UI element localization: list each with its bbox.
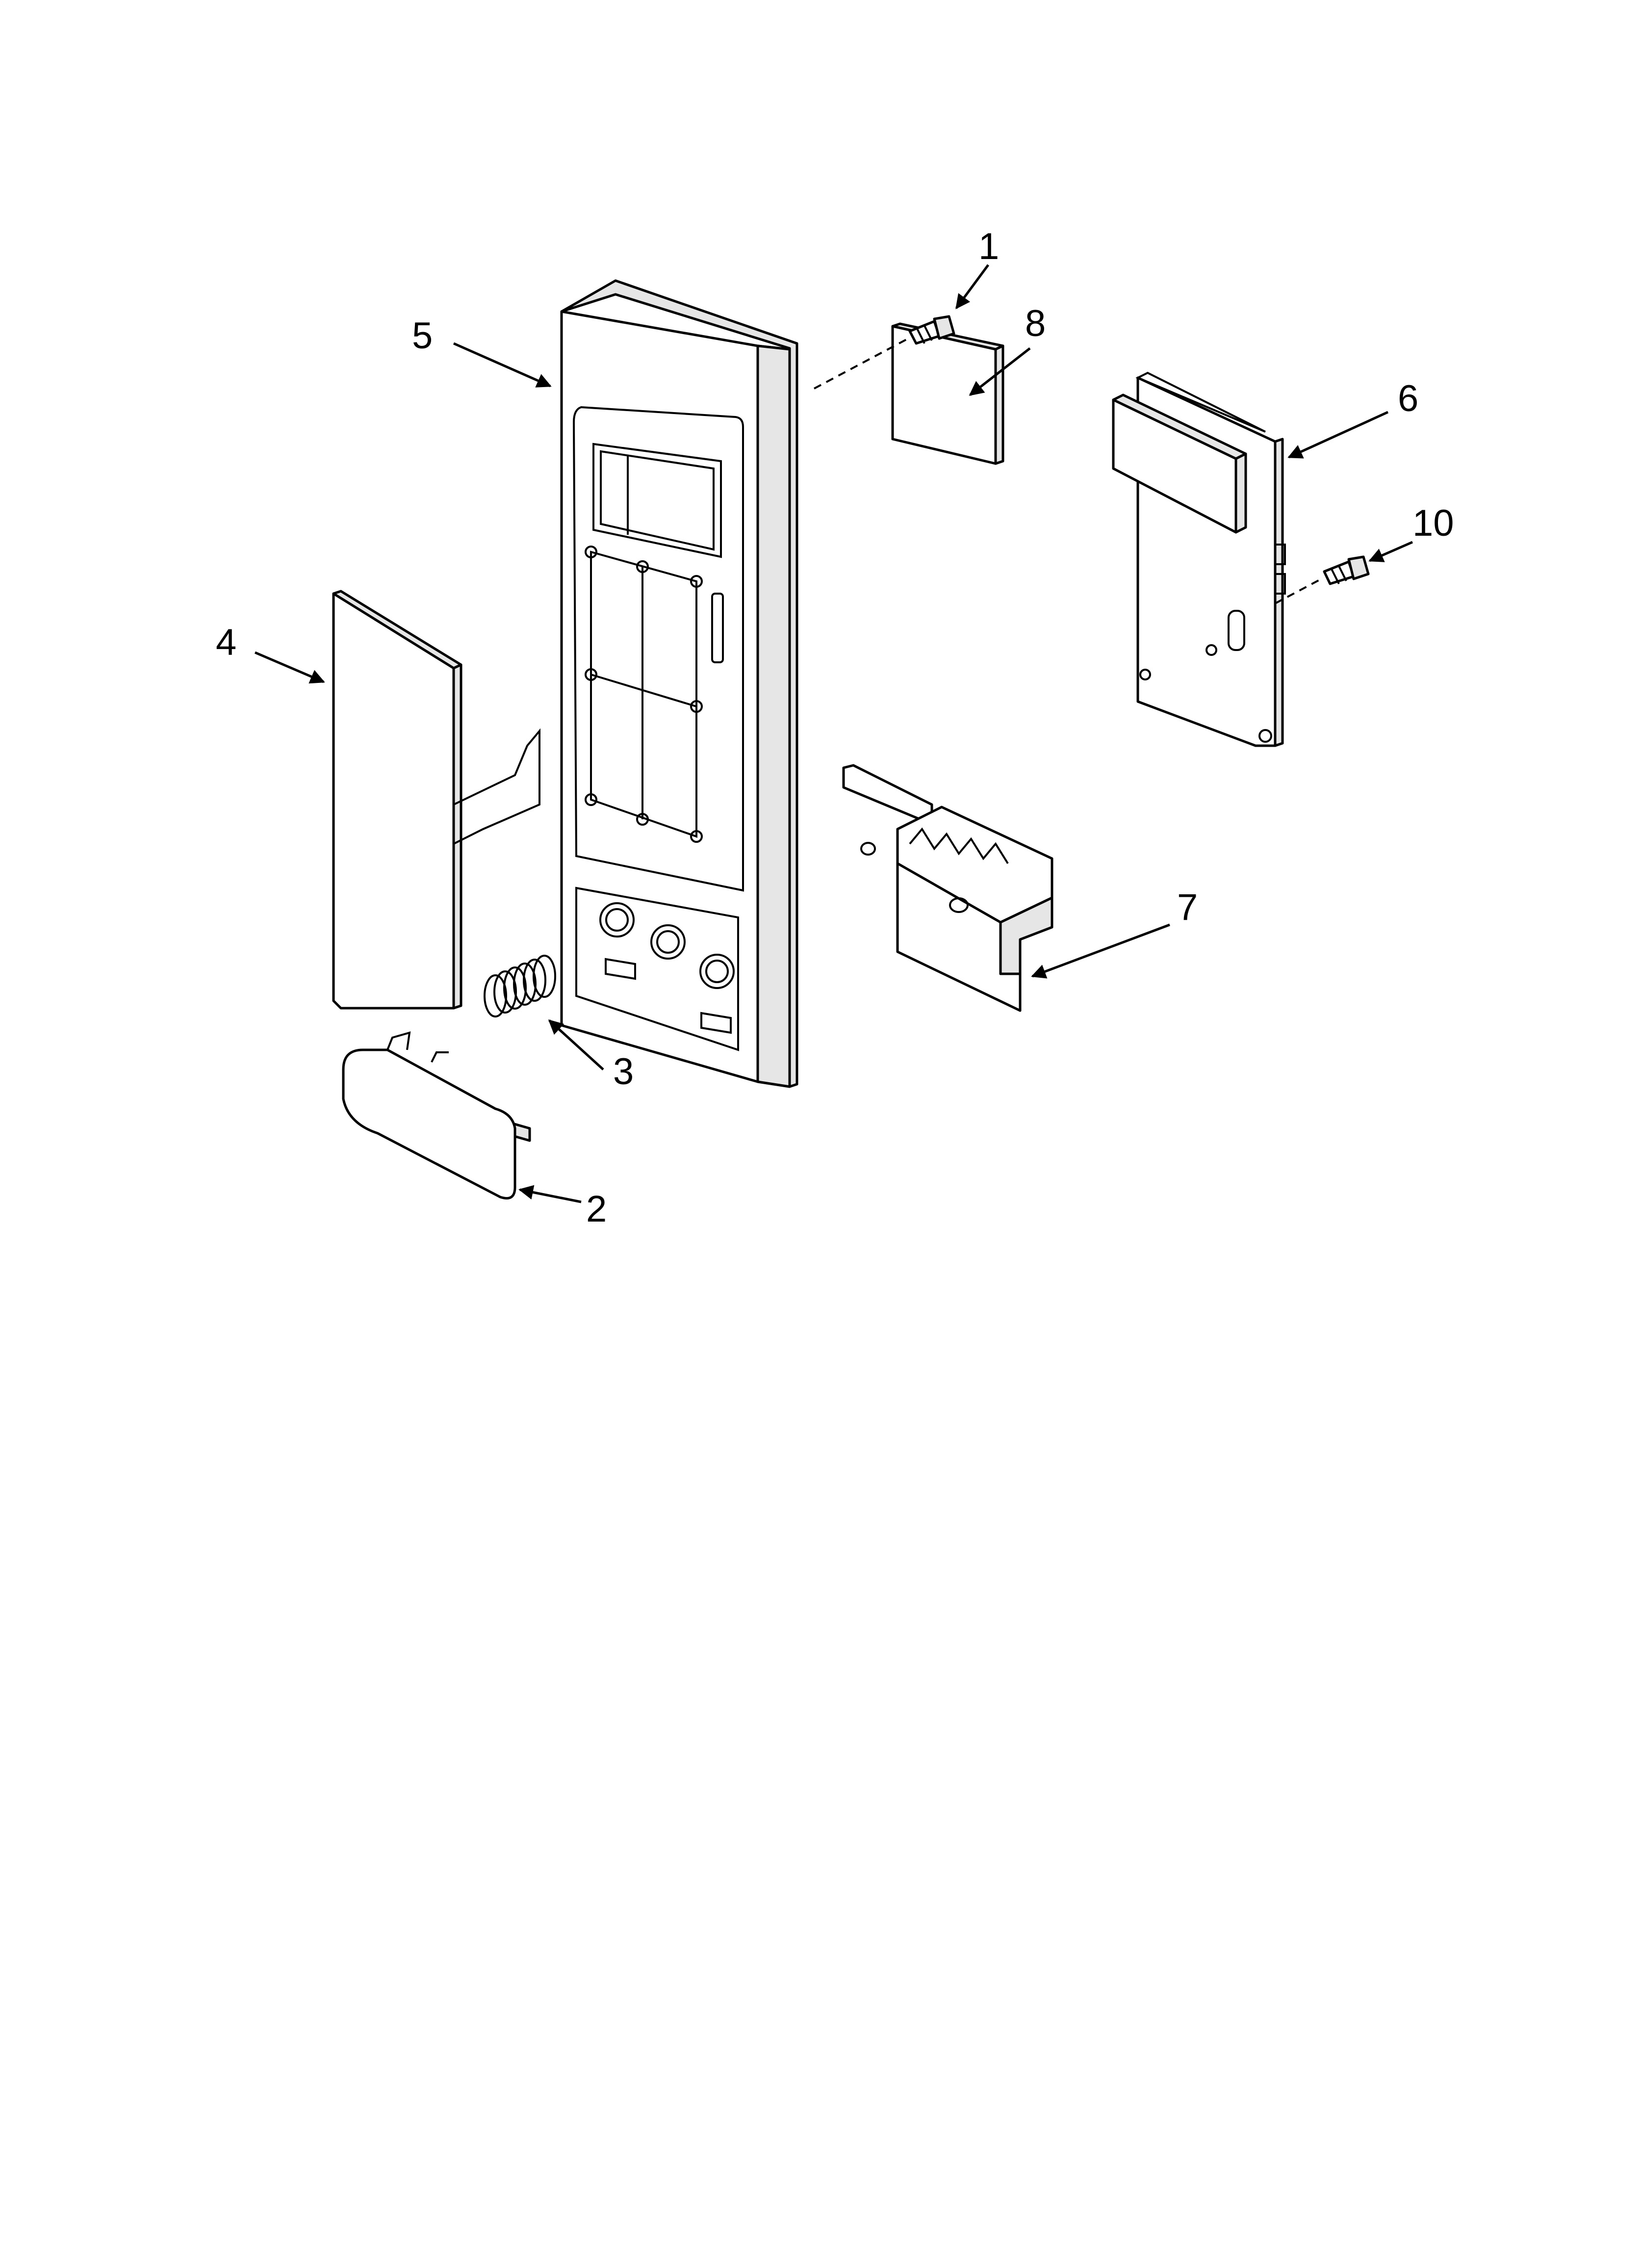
part-10-screw [1323, 555, 1370, 585]
part-6-circuit-board [1112, 371, 1286, 747]
alignment-line-screw-1 [814, 338, 909, 390]
callout-6: 6 [1398, 378, 1418, 419]
part-5-control-panel [560, 279, 798, 1088]
part-8-block [891, 322, 1004, 465]
callout-5: 5 [412, 315, 433, 357]
callout-7: 7 [1177, 886, 1198, 928]
callout-4: 4 [216, 622, 236, 663]
callout-1: 1 [978, 226, 999, 267]
alignment-line-screw-10 [1275, 577, 1324, 604]
part-3-spring [484, 955, 556, 1017]
callout-2: 2 [586, 1188, 607, 1230]
callout-8: 8 [1025, 303, 1046, 344]
part-4-plate [332, 590, 540, 1010]
part-7-latch-assembly [842, 764, 1053, 1012]
leader-lines [255, 264, 1413, 1203]
callout-10: 10 [1412, 502, 1454, 544]
callout-3: 3 [613, 1051, 634, 1093]
part-1-screw [908, 315, 955, 345]
part-2-button [342, 1031, 531, 1199]
